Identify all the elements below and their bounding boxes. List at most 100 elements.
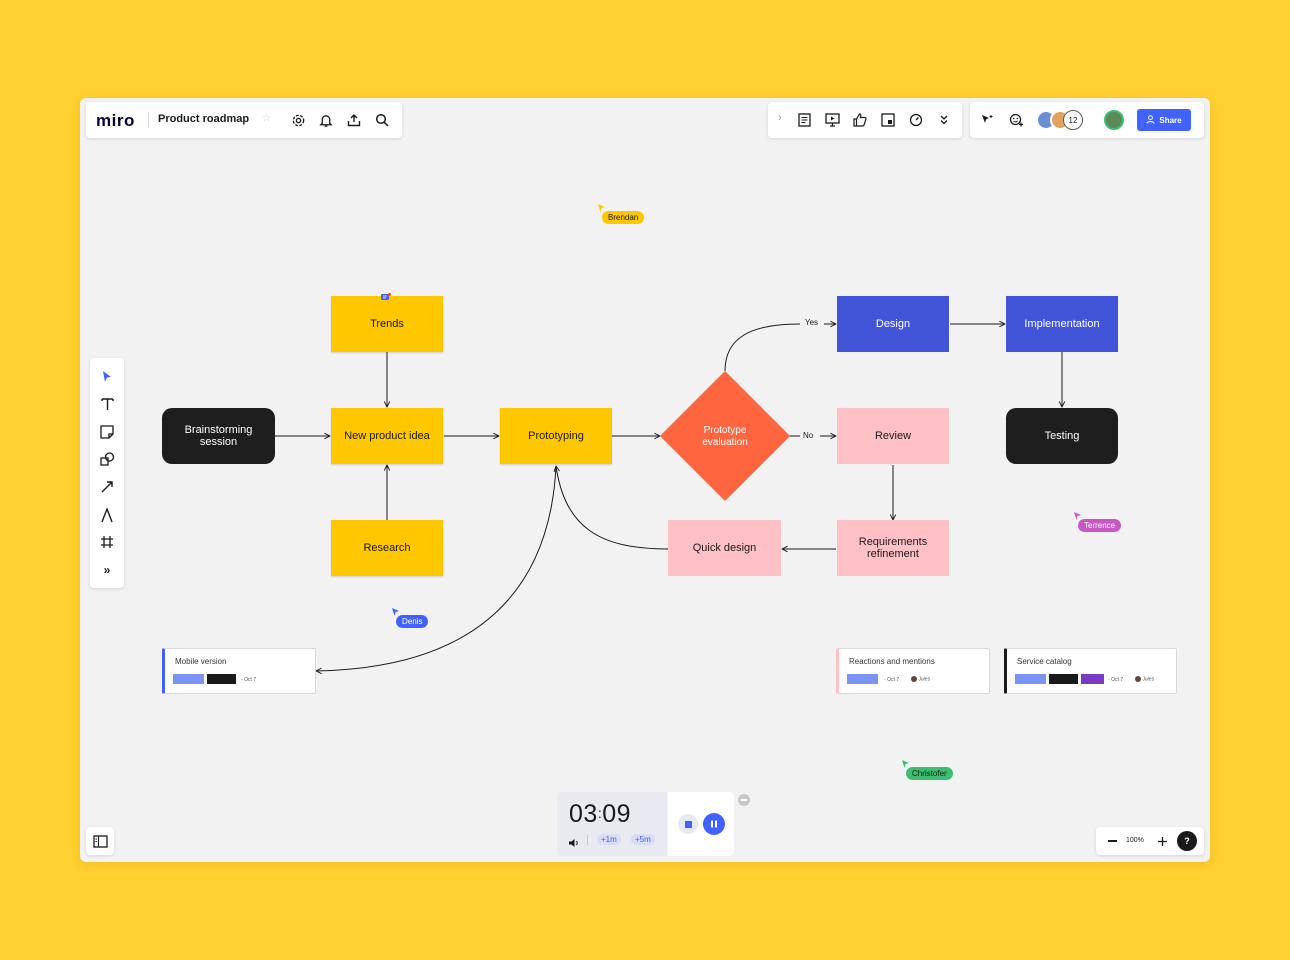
card-reactions-mentions[interactable]: Reactions and mentions ▫ Oct 7 Jules (836, 648, 990, 694)
zoom-controls: 100% ? (1096, 827, 1204, 855)
settings-icon[interactable] (288, 110, 308, 130)
cursor-denis-pointer (391, 604, 400, 622)
search-icon[interactable] (372, 110, 392, 130)
timer-controls-panel (668, 792, 734, 856)
node-new-product-idea[interactable]: New product idea (331, 408, 443, 464)
card-date: ▫ Oct 7 (1108, 677, 1124, 683)
shapes-tool[interactable] (90, 446, 124, 472)
cursor-christofer-label: Christofer (906, 767, 953, 780)
text-tool[interactable] (90, 391, 124, 417)
volume-icon[interactable] (568, 835, 580, 853)
cursor-denis-label: Denis (396, 615, 429, 628)
calendar-icon: ▫ (884, 677, 886, 683)
comment-icon[interactable] (381, 289, 391, 300)
board-header-panel: miro Product roadmap ☆ (86, 102, 402, 138)
zoom-level[interactable]: 100% (1126, 837, 1144, 844)
logo-divider (148, 112, 149, 128)
reactions-add-icon[interactable] (1006, 110, 1026, 130)
node-trends[interactable]: Trends (331, 296, 443, 352)
pause-button[interactable] (703, 813, 725, 835)
more-tools-icon[interactable]: » (103, 563, 111, 577)
presentation-icon[interactable] (822, 110, 842, 130)
card-date: ▫ Oct 7 (884, 677, 900, 683)
assignee-avatar (911, 676, 917, 682)
cursor-terrence-label: Terrence (1078, 519, 1122, 532)
share-label: Share (1159, 115, 1182, 125)
add-five-minutes-button[interactable]: +5m (631, 834, 655, 845)
thumbs-up-icon[interactable] (850, 110, 870, 130)
cursor-follow-icon[interactable] (978, 110, 998, 130)
calendar-icon: ▫ (1108, 677, 1110, 683)
sticky-note-tool[interactable] (90, 419, 124, 445)
stop-icon (684, 820, 692, 828)
node-brainstorming[interactable]: Brainstorming session (162, 408, 275, 464)
edge-evaluation-to-design (724, 323, 801, 372)
card-tag-blue (173, 674, 204, 684)
star-icon[interactable]: ☆ (262, 113, 271, 124)
assignee-avatar (1135, 676, 1141, 682)
card-tag-blue (847, 674, 878, 684)
zoom-in-button[interactable] (1154, 833, 1170, 849)
add-one-minute-button[interactable]: +1m (597, 834, 621, 845)
participant-count-badge[interactable]: 12 (1063, 110, 1083, 130)
edge-prototyping-to-mobile (316, 465, 557, 671)
participants-panel: 12 Share (970, 102, 1204, 138)
pen-tool[interactable] (90, 502, 124, 528)
user-icon (1146, 114, 1155, 126)
miro-logo[interactable]: miro (96, 111, 135, 130)
timer-widget: 03:09 +1m +5m (557, 792, 750, 856)
bell-icon[interactable] (316, 110, 336, 130)
timer-time: 03:09 (569, 800, 632, 828)
pause-icon (711, 820, 717, 828)
card-assignee: Jules (1135, 676, 1154, 682)
upload-icon[interactable] (344, 110, 364, 130)
board-title[interactable]: Product roadmap (158, 113, 250, 125)
help-button[interactable]: ? (1177, 831, 1197, 851)
stop-button[interactable] (678, 814, 698, 834)
edge-label-no: No (802, 431, 815, 440)
card-service-catalog[interactable]: Service catalog ▫ Oct 7 Jules (1004, 648, 1177, 694)
node-review[interactable]: Review (837, 408, 949, 464)
node-requirements-refinement[interactable]: Requirements refinement (837, 520, 949, 576)
left-toolbar: » (90, 358, 124, 588)
card-tag-black (207, 674, 236, 684)
share-button[interactable]: Share (1137, 109, 1191, 131)
node-testing[interactable]: Testing (1006, 408, 1118, 464)
node-quick-design[interactable]: Quick design (668, 520, 781, 576)
collaboration-tools-panel: › (768, 102, 962, 138)
cursor-brendan-pointer (597, 200, 606, 218)
node-implementation[interactable]: Implementation (1006, 296, 1118, 352)
timer-display-panel: 03:09 +1m +5m (557, 792, 667, 856)
miro-board-window: miro Product roadmap ☆ › (80, 98, 1210, 862)
edge-quickdesign-to-prototyping (556, 466, 669, 550)
card-tag-black (1049, 674, 1078, 684)
node-design[interactable]: Design (837, 296, 949, 352)
timer-icon[interactable] (906, 110, 926, 130)
node-prototyping[interactable]: Prototyping (500, 408, 612, 464)
select-tool[interactable] (90, 364, 124, 390)
card-mobile-version[interactable]: Mobile version ▫ Oct 7 (162, 648, 316, 694)
card-date: ▫ Oct 7 (241, 677, 257, 683)
notes-icon[interactable] (794, 110, 814, 130)
card-assignee: Jules (911, 676, 930, 682)
frame-tool[interactable] (90, 529, 124, 555)
close-timer-icon[interactable] (738, 794, 750, 806)
card-tag-blue (1015, 674, 1046, 684)
card-tag-purple (1081, 674, 1104, 684)
cursor-terrence-pointer (1073, 508, 1082, 526)
node-research[interactable]: Research (331, 520, 443, 576)
connectors-layer (275, 98, 1210, 862)
current-user-avatar[interactable] (1104, 110, 1124, 130)
card-title: Reactions and mentions (849, 657, 935, 666)
cursor-christofer-pointer (901, 756, 910, 774)
zoom-out-button[interactable] (1104, 833, 1120, 849)
double-chevron-down-icon[interactable] (934, 110, 954, 130)
sidebar-icon (92, 834, 108, 848)
embed-card-icon[interactable] (878, 110, 898, 130)
connector-tool[interactable] (90, 474, 124, 500)
sidebar-toggle-button[interactable] (86, 827, 114, 855)
timer-divider (587, 835, 588, 845)
cursor-brendan-label: Brendan (602, 211, 645, 224)
chevron-right-icon[interactable]: › (778, 112, 782, 124)
node-prototype-evaluation-label: Prototype evaluation (702, 425, 748, 448)
